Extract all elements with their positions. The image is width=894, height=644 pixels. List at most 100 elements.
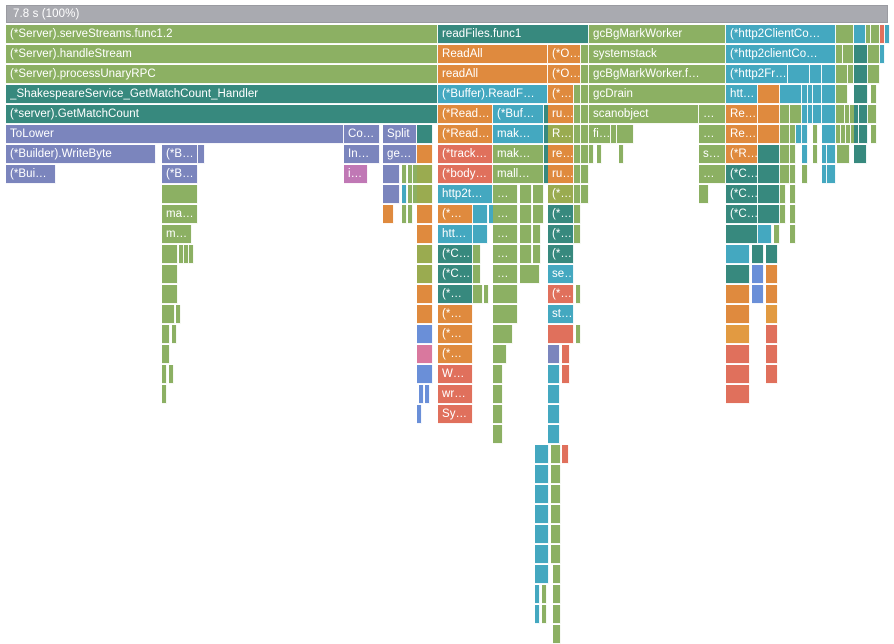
flame-frame[interactable] [871, 105, 877, 124]
flame-frame[interactable] [726, 385, 750, 404]
flame-frame[interactable] [535, 525, 549, 544]
flame-frame[interactable] [589, 145, 594, 164]
flame-frame[interactable] [802, 165, 808, 184]
flame-frame[interactable]: … [493, 205, 518, 224]
flame-frame[interactable] [581, 65, 589, 84]
flame-frame[interactable] [752, 245, 764, 264]
flame-frame[interactable]: (*Bui… [6, 165, 56, 184]
flame-frame[interactable] [417, 125, 433, 144]
flame-frame[interactable] [574, 85, 581, 104]
flame-frame[interactable] [813, 145, 818, 164]
flame-frame[interactable] [875, 25, 880, 44]
flame-frame[interactable]: (*… [548, 205, 574, 224]
flame-frame[interactable]: R… [548, 125, 574, 144]
flame-frame[interactable] [871, 125, 877, 144]
flame-frame[interactable]: (*C… [438, 245, 473, 264]
flame-frame[interactable] [408, 185, 413, 204]
flame-frame[interactable] [854, 105, 859, 124]
flame-frame[interactable] [417, 185, 433, 204]
flame-frame[interactable]: (*… [548, 285, 574, 304]
flame-frame[interactable] [162, 365, 167, 384]
flame-frame[interactable]: mak… [493, 125, 544, 144]
flame-frame[interactable]: re… [548, 145, 574, 164]
flame-frame[interactable]: Re… [726, 105, 758, 124]
flame-frame[interactable] [417, 345, 433, 364]
flame-frame[interactable] [574, 225, 581, 244]
flame-frame[interactable] [562, 445, 569, 464]
flame-frame[interactable] [836, 25, 854, 44]
flame-frame[interactable] [402, 185, 407, 204]
flame-frame[interactable] [597, 145, 602, 164]
flame-frame[interactable] [551, 505, 561, 524]
flame-frame[interactable]: (*Read… [438, 125, 493, 144]
flame-frame[interactable]: (*… [438, 325, 473, 344]
flame-frame[interactable] [581, 165, 589, 184]
flame-frame[interactable]: htt… [726, 85, 758, 104]
flame-frame[interactable] [854, 65, 868, 84]
flame-frame[interactable] [548, 345, 560, 364]
flame-frame[interactable] [574, 185, 581, 204]
flame-frame[interactable]: gcBgMarkWorker.f… [589, 65, 726, 84]
flame-frame[interactable] [535, 505, 549, 524]
flame-frame[interactable] [162, 385, 167, 404]
flame-frame[interactable] [766, 345, 778, 364]
flame-frame[interactable]: ge… [383, 145, 417, 164]
flame-frame[interactable]: (*O… [548, 65, 581, 84]
flame-frame[interactable] [617, 125, 634, 144]
flame-frame[interactable] [836, 125, 841, 144]
flame-frame[interactable] [790, 105, 802, 124]
flame-frame[interactable]: (*http2ClientCo… [726, 25, 836, 44]
flame-frame[interactable] [520, 205, 532, 224]
flame-frame[interactable]: fi… [589, 125, 611, 144]
flame-frame[interactable]: (*… [438, 305, 473, 324]
flame-frame[interactable] [184, 245, 189, 264]
flame-frame[interactable] [425, 385, 430, 404]
flame-frame[interactable]: (*… [548, 85, 574, 104]
flame-frame[interactable] [473, 245, 481, 264]
flame-frame[interactable]: (*body… [438, 165, 493, 184]
flame-frame[interactable]: (*Read… [438, 105, 493, 124]
flame-frame[interactable] [576, 285, 581, 304]
flame-frame[interactable] [699, 185, 709, 204]
flame-frame[interactable] [796, 125, 802, 144]
flame-frame[interactable]: (*Server).serveStreams.func1.2 [6, 25, 438, 44]
flame-frame[interactable]: (*http2clientCo… [726, 45, 836, 64]
flame-frame[interactable] [581, 185, 589, 204]
flame-frame[interactable] [535, 565, 549, 584]
flame-frame[interactable] [383, 205, 394, 224]
flame-frame[interactable]: (*Buffer).ReadF… [438, 85, 548, 104]
flamegraph-total-bar[interactable]: 7.8 s (100%) [6, 5, 888, 23]
flame-frame[interactable] [836, 85, 848, 104]
flame-frame[interactable] [752, 285, 764, 304]
flame-frame[interactable] [417, 205, 433, 224]
flame-frame[interactable] [871, 45, 880, 64]
flame-frame[interactable]: Co… [344, 125, 380, 144]
flame-frame[interactable] [533, 205, 544, 224]
flame-frame[interactable]: (*… [438, 285, 473, 304]
flame-frame[interactable]: (*C… [726, 205, 758, 224]
flame-frame[interactable] [574, 125, 581, 144]
flame-frame[interactable]: Split [383, 125, 417, 144]
flame-frame[interactable] [576, 325, 581, 344]
flame-frame[interactable]: Sy… [438, 405, 473, 424]
flame-frame[interactable]: mak… [493, 145, 544, 164]
flame-frame[interactable]: ma… [162, 205, 198, 224]
flame-frame[interactable] [535, 445, 549, 464]
flame-frame[interactable] [802, 105, 808, 124]
flame-frame[interactable] [553, 625, 561, 644]
flame-frame[interactable]: m… [162, 225, 192, 244]
flame-frame[interactable] [574, 205, 581, 224]
flame-frame[interactable] [383, 165, 400, 184]
flame-frame[interactable] [581, 125, 589, 144]
flame-frame[interactable] [535, 545, 549, 564]
flame-frame[interactable] [473, 225, 488, 244]
flame-frame[interactable] [780, 105, 790, 124]
flame-frame[interactable] [574, 165, 581, 184]
flame-frame[interactable] [551, 445, 561, 464]
flame-frame[interactable] [836, 65, 848, 84]
flame-frame[interactable] [802, 85, 808, 104]
flame-frame[interactable] [836, 45, 843, 64]
flame-frame[interactable] [813, 85, 822, 104]
flame-frame[interactable] [553, 585, 561, 604]
flame-frame[interactable] [179, 245, 184, 264]
